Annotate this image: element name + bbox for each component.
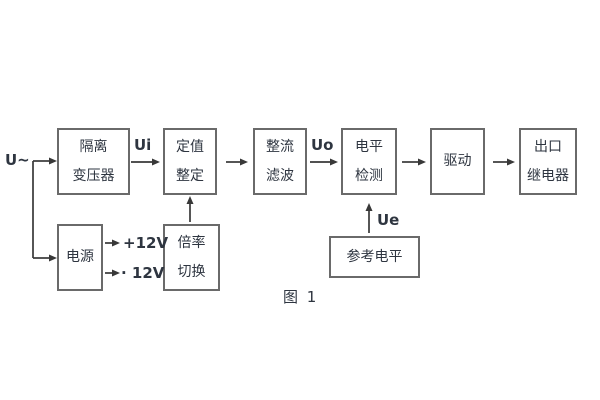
- figure-caption: 图 1: [283, 288, 319, 306]
- label-minus-12v: · 12V: [121, 264, 165, 282]
- block-isolation-transformer: 隔离 变压器: [57, 128, 130, 195]
- block-rectifier-filter-line1: 整流: [266, 138, 294, 155]
- label-plus-12v: +12V: [123, 234, 169, 252]
- block-ratio-switching: 倍率 切换: [163, 224, 220, 291]
- block-level-detection-line1: 电平: [355, 138, 383, 155]
- label-ue: Ue: [377, 211, 400, 229]
- block-setpoint-setting-line2: 整定: [176, 167, 204, 184]
- block-output-relay-line2: 继电器: [527, 167, 569, 184]
- block-reference-level: 参考电平: [329, 236, 420, 278]
- block-setpoint-setting-line1: 定值: [176, 138, 204, 155]
- block-reference-level-line1: 参考电平: [346, 248, 403, 265]
- block-setpoint-setting: 定值 整定: [163, 128, 217, 195]
- block-rectifier-filter-line2: 滤波: [266, 167, 294, 184]
- block-drive: 驱动: [430, 128, 485, 195]
- block-isolation-transformer-line2: 变压器: [72, 167, 115, 184]
- block-power-supply: 电源: [57, 224, 103, 291]
- block-ratio-switching-line1: 倍率: [177, 234, 206, 251]
- block-power-supply-line1: 电源: [66, 249, 94, 265]
- block-level-detection: 电平 检测: [341, 128, 397, 195]
- label-ui: Ui: [134, 136, 152, 154]
- block-output-relay: 出口 继电器: [519, 128, 577, 195]
- block-level-detection-line2: 检测: [355, 167, 383, 184]
- label-input-voltage: U~: [5, 151, 30, 169]
- block-isolation-transformer-line1: 隔离: [79, 138, 108, 155]
- block-output-relay-line1: 出口: [534, 138, 562, 155]
- block-ratio-switching-line2: 切换: [177, 263, 206, 280]
- label-uo: Uo: [311, 136, 334, 154]
- block-rectifier-filter: 整流 滤波: [253, 128, 307, 195]
- block-drive-line1: 驱动: [443, 153, 472, 169]
